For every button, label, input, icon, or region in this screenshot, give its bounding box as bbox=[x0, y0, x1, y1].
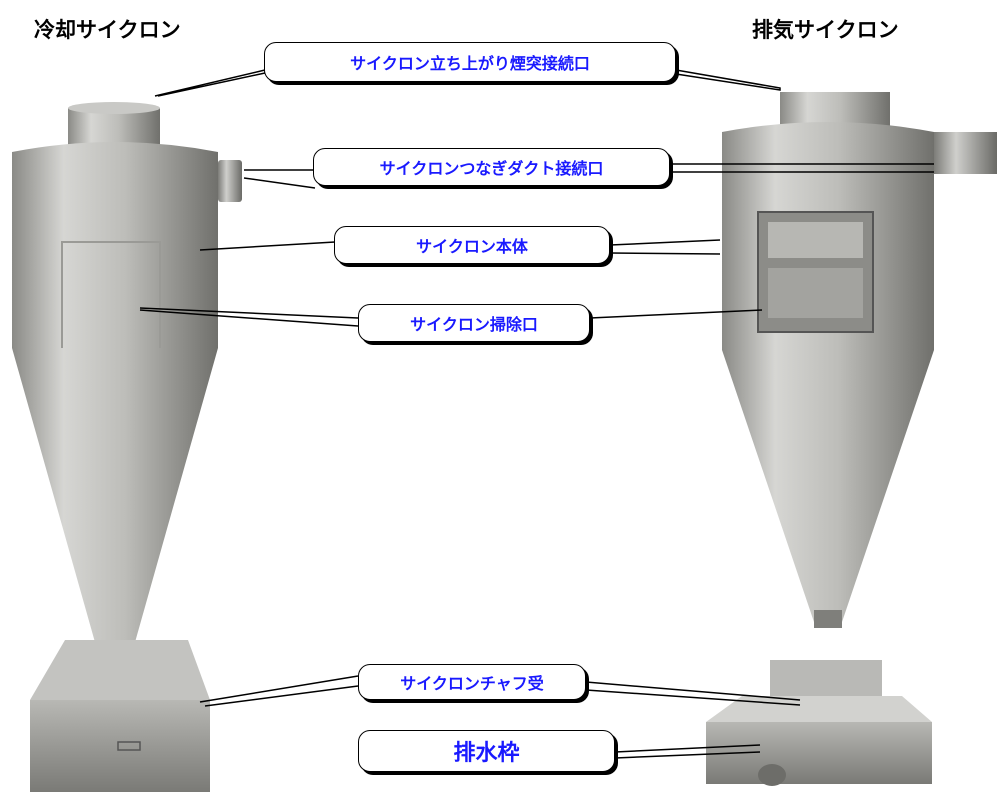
cooling-cyclone bbox=[12, 102, 242, 792]
left-cyclone-title: 冷却サイクロン bbox=[34, 18, 181, 42]
right-drain-outlet bbox=[758, 764, 786, 786]
right-cyclone-cone bbox=[722, 350, 934, 622]
callout-cyclone-body: サイクロン本体 bbox=[334, 226, 610, 264]
right-duct-pipe bbox=[934, 132, 997, 174]
right-drain-frame-top bbox=[706, 696, 932, 722]
callout-chaff-receiver: サイクロンチャフ受 bbox=[358, 664, 586, 700]
callout-chimney-label: サイクロン立ち上がり煙突接続口 bbox=[350, 54, 590, 73]
callout-duct-connection: サイクロンつなぎダクト接続口 bbox=[313, 148, 670, 186]
callout-duct-label: サイクロンつなぎダクト接続口 bbox=[379, 159, 604, 178]
left-cyclone-cone bbox=[12, 348, 218, 660]
callout-cleanout-label: サイクロン掃除口 bbox=[410, 315, 538, 334]
callout-drain-label: 排水枠 bbox=[453, 741, 520, 766]
callout-drain-frame: 排水枠 bbox=[358, 730, 615, 772]
callout-body-label: サイクロン本体 bbox=[416, 237, 528, 256]
callout-chimney-connection: サイクロン立ち上がり煙突接続口 bbox=[264, 42, 676, 82]
left-duct-port bbox=[218, 160, 242, 202]
left-chaff-box bbox=[30, 700, 210, 792]
left-cyclone-body bbox=[12, 142, 218, 348]
callout-chaff-label: サイクロンチャフ受 bbox=[400, 674, 544, 693]
left-box-handle bbox=[117, 741, 141, 751]
leader-lines bbox=[139, 69, 934, 759]
right-chimney-stub bbox=[780, 92, 890, 128]
left-chaff-box-top bbox=[30, 640, 210, 700]
exhaust-cyclone bbox=[706, 92, 997, 786]
right-cyclone-title: 排気サイクロン bbox=[752, 18, 899, 42]
callout-cleanout-port: サイクロン掃除口 bbox=[358, 304, 590, 342]
